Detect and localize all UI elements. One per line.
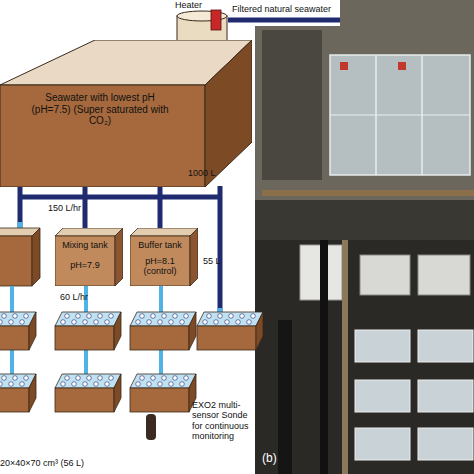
mixing-tank: Mixing tank pH=7.9 — [55, 228, 123, 286]
node-title: Seawater with lowest pH (pH=7.5) (Super … — [30, 92, 170, 127]
sensor-label: EXO2 multi-sensor Sonde for continuous m… — [192, 400, 252, 441]
node-detail: pH=7.9 — [55, 260, 115, 270]
flow-rate: 60 L/hr — [60, 292, 110, 302]
dimension-label: 20×40×70 cm³ (56 L) — [0, 458, 140, 468]
node-detail: pH=8.1 (control) — [130, 256, 190, 277]
pipe-connector — [158, 187, 163, 228]
panel-label: (b) — [262, 452, 292, 466]
node-outline — [55, 228, 123, 286]
node-title: Mixing tank — [55, 240, 115, 250]
volume-label: 55 L — [203, 256, 233, 266]
node-title: Buffer tank — [130, 240, 190, 250]
inlet-label: Filtered natural seawater — [232, 4, 342, 14]
buffer-tank: Buffer tank pH=8.1 (control) — [130, 228, 198, 286]
pipe-connector — [83, 187, 88, 228]
node-detail: 1000 L — [188, 168, 228, 178]
reservoir-tank: Seawater with lowest pH (pH=7.5) (Super … — [0, 40, 252, 187]
node-title: Heater — [175, 0, 219, 10]
photo-panel — [255, 0, 474, 474]
flow-rate: 150 L/hr — [48, 203, 98, 213]
